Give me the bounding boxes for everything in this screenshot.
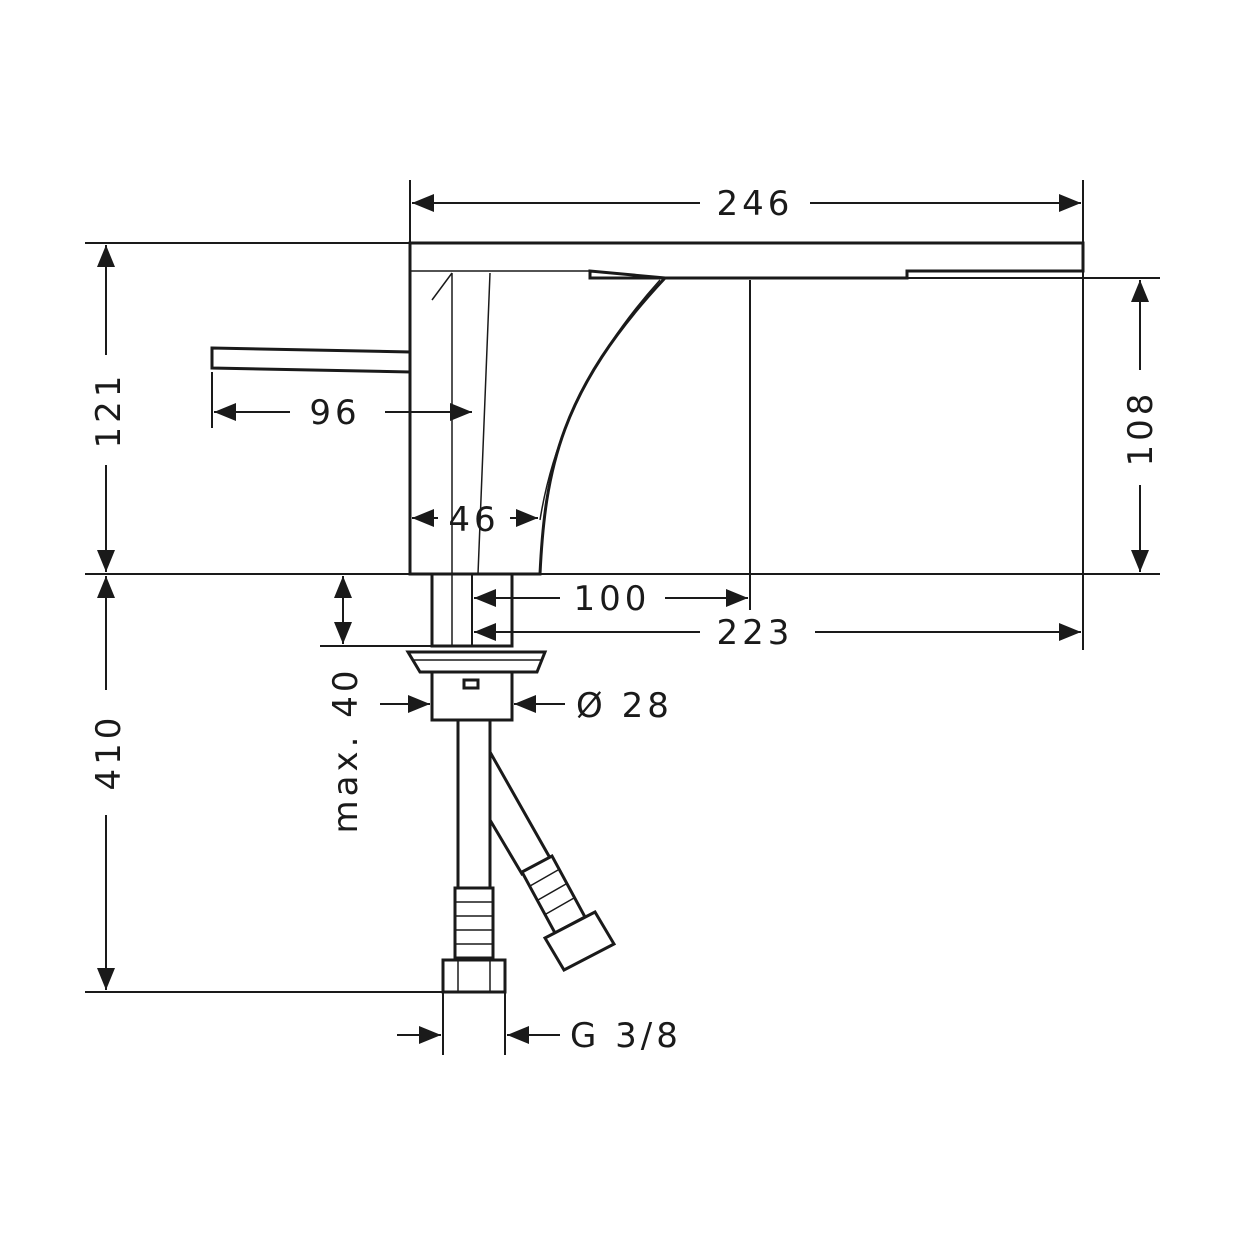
dim-label-spout-height: 108 — [1121, 390, 1161, 467]
hose-nut-angled — [542, 910, 617, 972]
dim-label-total-height: 121 — [89, 372, 129, 449]
dim-label-overall-length: 246 — [717, 184, 794, 224]
dim-label-shank-diameter: Ø 28 — [576, 686, 673, 726]
lever-handle — [210, 346, 412, 374]
dim-label-body-width: 46 — [448, 500, 499, 540]
hose-nut-straight — [441, 958, 507, 994]
dim-label-spout-projection: 223 — [717, 613, 794, 653]
dim-label-connection-thread: G 3/8 — [570, 1016, 682, 1056]
body-contour-lines — [410, 270, 661, 575]
dim-label-outlet-offset: 100 — [574, 579, 651, 619]
dim-label-max-deck-thickness: max. 40 — [326, 667, 366, 834]
supply-hose-straight — [456, 718, 492, 890]
dim-label-hose-length: 410 — [89, 714, 129, 791]
supply-hose-angled — [488, 746, 553, 877]
dim-label-lever-length: 96 — [309, 393, 360, 433]
faucet-body — [408, 241, 1085, 576]
mounting-nut — [405, 650, 548, 674]
dimension-lines — [85, 180, 1160, 1055]
hose-crimp-straight — [453, 886, 495, 960]
faucet-outline — [210, 241, 1085, 994]
